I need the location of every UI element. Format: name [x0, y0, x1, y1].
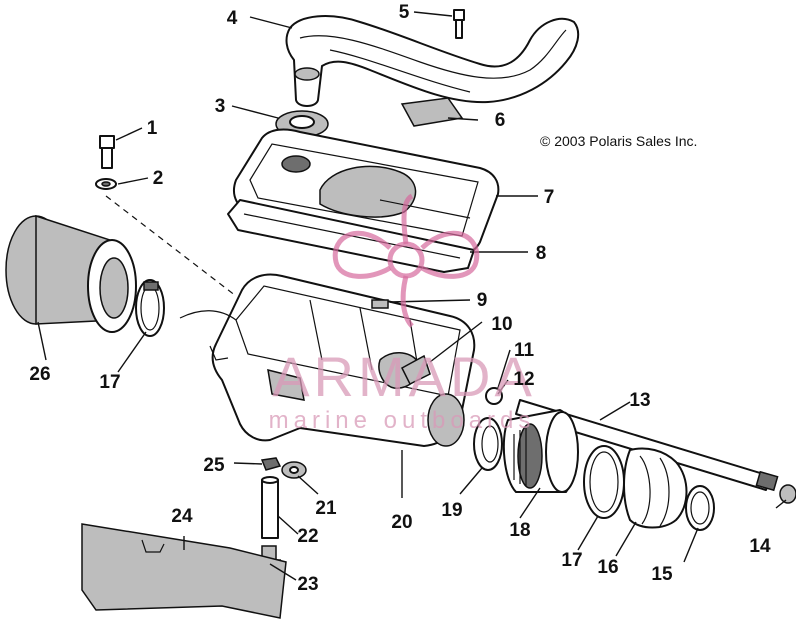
part-bolt — [99, 135, 115, 169]
part-flat-washer — [281, 461, 307, 479]
callout-7: 7 — [544, 187, 555, 208]
part-insert — [401, 354, 431, 386]
callout-15: 15 — [651, 564, 673, 585]
leader-lines — [37, 11, 787, 581]
part-plug — [485, 387, 503, 405]
callout-5: 5 — [399, 2, 410, 23]
part-clamp-right — [583, 445, 625, 519]
part-air-filter — [5, 214, 137, 333]
watermark-logo — [332, 193, 480, 328]
part-label — [400, 97, 464, 127]
callout-24: 24 — [171, 506, 193, 527]
callout-17-left: 17 — [99, 372, 120, 393]
part-airbox-cover — [233, 128, 500, 257]
callout-4: 4 — [227, 8, 238, 29]
part-heat-shield — [81, 523, 287, 619]
callout-11: 11 — [514, 340, 535, 361]
callout-1: 1 — [147, 118, 158, 139]
callout-23: 23 — [297, 574, 318, 595]
part-screw — [453, 9, 465, 39]
callout-10: 10 — [491, 314, 512, 335]
callout-25: 25 — [203, 455, 225, 476]
part-hex-nut — [260, 457, 282, 471]
callout-21: 21 — [315, 498, 337, 519]
callout-18: 18 — [509, 520, 530, 541]
part-spacer-tube — [261, 476, 279, 539]
callout-6: 6 — [495, 110, 506, 131]
callout-26: 26 — [29, 364, 50, 385]
callout-3: 3 — [215, 96, 226, 117]
part-clamp-left — [135, 279, 165, 337]
watermark-brand: ARMADA — [272, 345, 536, 408]
callout-13: 13 — [629, 390, 650, 411]
callout-8: 8 — [536, 243, 547, 264]
part-nut — [779, 484, 796, 504]
callout-17-right: 17 — [561, 550, 582, 571]
callout-20: 20 — [391, 512, 412, 533]
watermark-tagline: marine outboards — [269, 407, 536, 434]
callout-19: 19 — [441, 500, 462, 521]
part-intake-duct — [285, 15, 580, 107]
callout-14: 14 — [749, 536, 771, 557]
part-boot — [623, 447, 688, 529]
callout-16: 16 — [597, 557, 618, 578]
callout-22: 22 — [297, 526, 318, 547]
callout-12: 12 — [513, 369, 534, 390]
part-seal — [371, 299, 389, 309]
part-adapter — [502, 409, 579, 493]
part-clamp-boot — [685, 485, 715, 531]
callout-9: 9 — [477, 290, 488, 311]
copyright-notice: © 2003 Polaris Sales Inc. — [540, 133, 697, 149]
part-washer — [95, 178, 117, 190]
part-gasket-ring — [473, 417, 503, 471]
part-rod — [515, 399, 779, 492]
callout-2: 2 — [153, 168, 164, 189]
